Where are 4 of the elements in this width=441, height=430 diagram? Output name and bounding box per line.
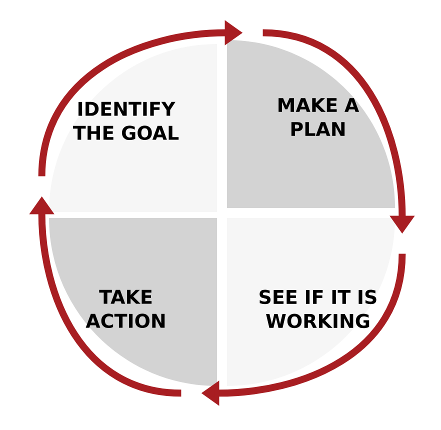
light-quadrant: IDENTIFY THE GOAL <box>49 44 217 212</box>
shaded-quadrant: TAKE ACTION <box>49 218 217 386</box>
light-quadrant: SEE IF IT IS WORKING <box>227 218 395 386</box>
shaded-quadrant: MAKE A PLAN <box>227 40 395 208</box>
